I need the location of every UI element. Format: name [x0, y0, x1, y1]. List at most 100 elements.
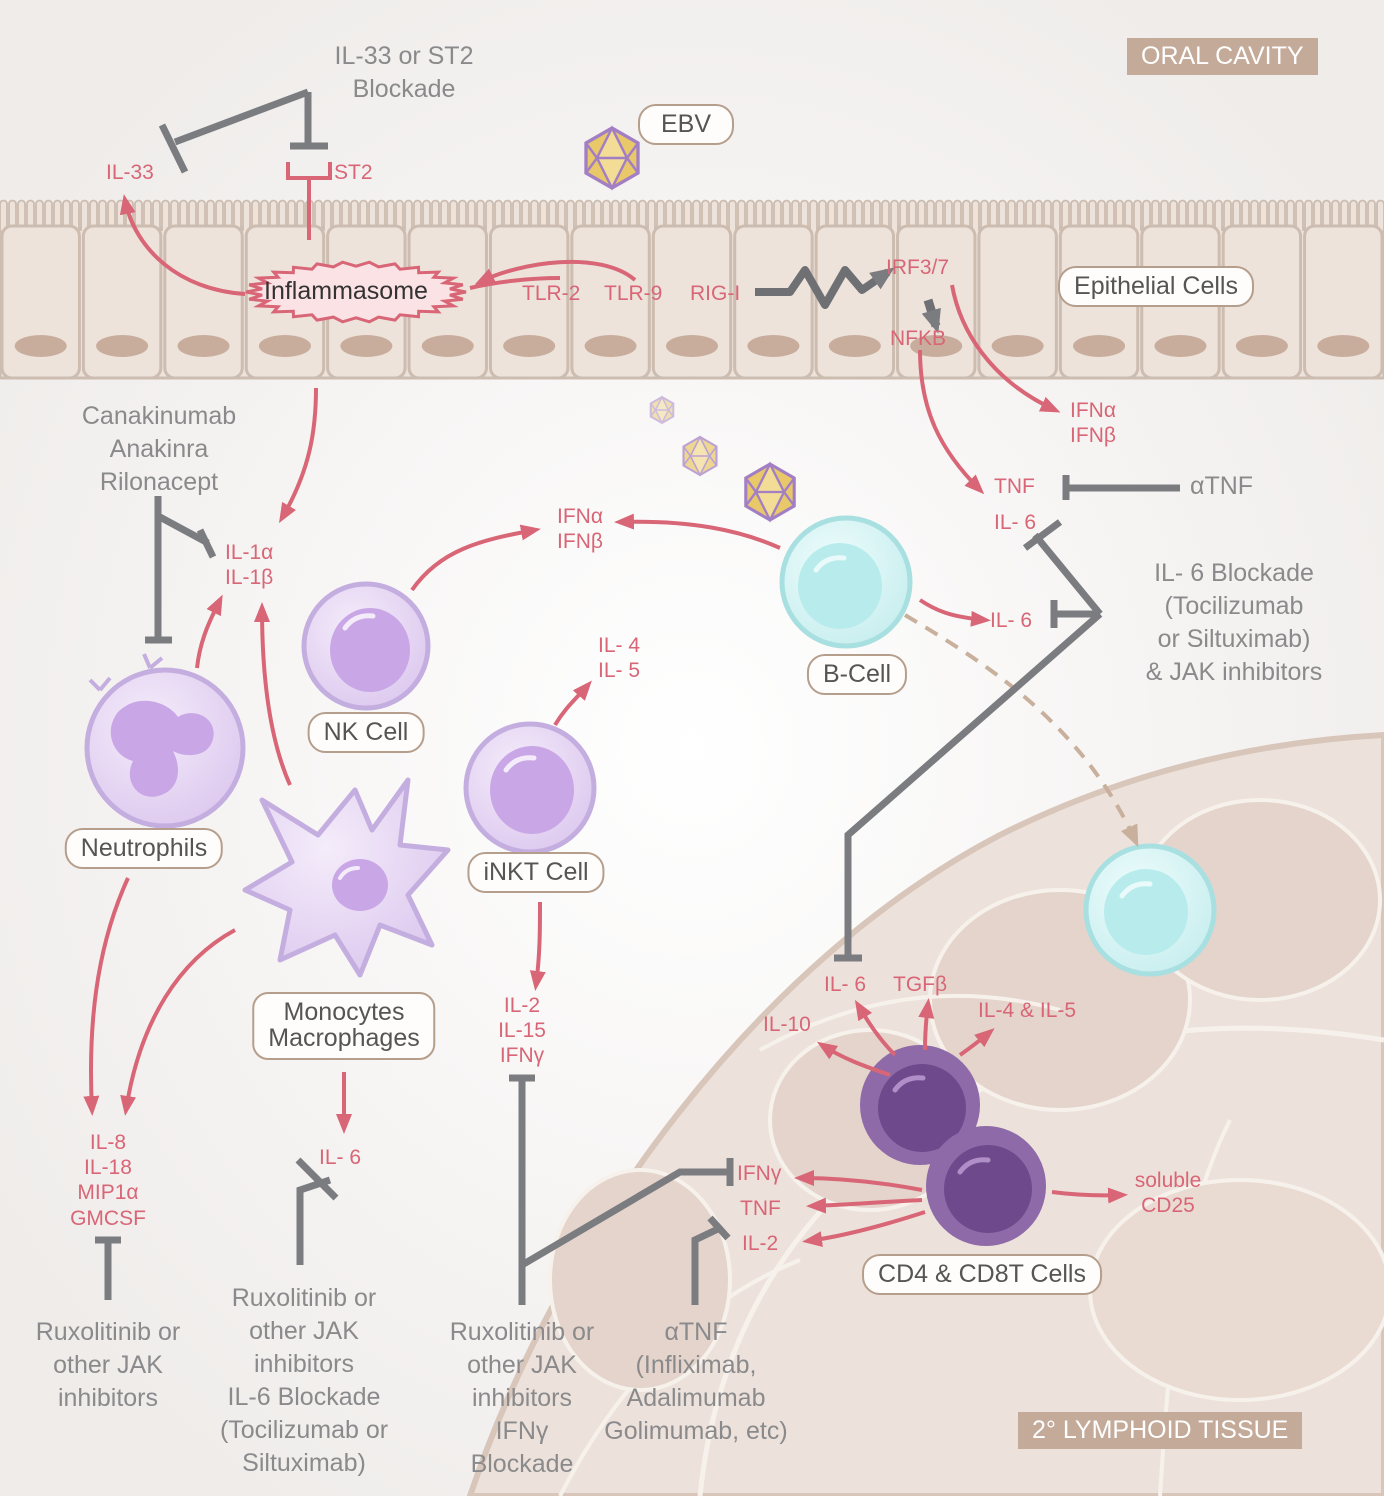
il2-t-label: IL-2: [742, 1232, 779, 1255]
neutrophil-cytokines-label: IL-8 IL-18 MIP1α GMCSF: [70, 1130, 146, 1231]
il6-blockade-label: IL- 6 Blockade (Tocilizumab or Siltuxima…: [1146, 557, 1322, 689]
atnf-l-line3: Adalimumab: [626, 1384, 766, 1412]
arrow-t-tgfb: [918, 998, 935, 1051]
epithelial-nucleus: [910, 335, 963, 357]
inkt-cell-body: [463, 721, 597, 855]
atnf-l-line2: (Infliximab,: [635, 1351, 757, 1379]
inflammasome-shape: [245, 260, 467, 324]
epithelial-nucleus: [1235, 335, 1288, 357]
ebv-label: EBV: [638, 104, 734, 146]
il8: IL-8: [89, 1131, 127, 1154]
epithelial-nucleus: [258, 335, 311, 357]
cd25-word: CD25: [1141, 1194, 1195, 1218]
arrow-rigi-irf: [755, 266, 895, 309]
jak-m-line6: Siltuximab): [242, 1449, 366, 1477]
epithelial-nucleus: [14, 335, 67, 357]
jak-i-line4: IFNγ: [495, 1417, 549, 1445]
jak-i-line1: Ruxolitinib or: [449, 1318, 595, 1346]
il33-blockade-label: IL-33 or ST2 Blockade: [335, 40, 474, 106]
epithelial-nucleus: [340, 335, 393, 357]
oral-cavity-banner: ORAL CAVITY: [1127, 38, 1318, 75]
ebv-virion-icon: [682, 435, 718, 477]
nk-cell-body: [301, 581, 431, 711]
arrow-inkt-il2: [529, 901, 546, 991]
arrow-irf-ifn: [950, 284, 1061, 413]
lymphoid-tissue-banner: 2° LYMPHOID TISSUE: [1018, 1412, 1303, 1449]
monocytes-label: Monocytes Macrophages: [252, 992, 436, 1060]
ifn-beta: IFNβ: [1070, 424, 1116, 448]
arrow-inkt-il45: [553, 680, 592, 727]
il1-alpha: IL-1α: [225, 541, 274, 564]
ifn-alpha: IFNα: [1070, 399, 1116, 422]
epithelial-nucleus: [96, 335, 149, 357]
arrow-bcell-il6: [918, 598, 991, 627]
neutrophil-body: [84, 653, 246, 829]
arrow-nk-ifn: [410, 524, 541, 592]
jak-i-line5: Blockade: [470, 1450, 574, 1478]
arrow-epi-il1: [278, 387, 318, 524]
arrow-bcell-ifn: [614, 513, 781, 550]
arrow-t-cd25: [1051, 1187, 1128, 1204]
arrow-irf-nfkb: [921, 298, 941, 334]
jak-m-line4: IL-6 Blockade: [227, 1383, 381, 1411]
inkt-cell-label: iNKT Cell: [467, 852, 605, 894]
jak-n-line3: inhibitors: [57, 1384, 159, 1412]
rigi-label: RIG-I: [690, 282, 741, 305]
ebv-virion-icon: [584, 125, 640, 191]
canakinumab: Canakinumab: [81, 402, 237, 430]
tnf-t-label: TNF: [740, 1197, 781, 1220]
st2-receptor-shape: [286, 162, 332, 240]
arrow-macro-il8: [120, 928, 236, 1116]
arrow-neutro-il1: [195, 594, 223, 669]
gmcsf: GMCSF: [70, 1206, 146, 1230]
jak-m-line5: (Tocilizumab or: [219, 1416, 389, 1444]
epithelial-nucleus: [503, 335, 556, 357]
epithelial-ifn-label: IFNα IFNβ: [1070, 398, 1116, 448]
jak-neutrophil-label: Ruxolitinib or other JAK inhibitors: [36, 1316, 181, 1415]
arrow-tlr9-inflammasome: [474, 259, 637, 285]
st2-label: ST2: [334, 161, 373, 184]
atnf-l-line4: Golimumab, etc): [604, 1417, 788, 1445]
arrow-neutro-il8: [83, 877, 130, 1116]
t-cells-label: CD4 & CD8T Cells: [862, 1254, 1102, 1296]
il18: IL-18: [84, 1156, 132, 1180]
tbar-il33: [158, 123, 189, 174]
arrow-bcell-migration: [903, 613, 1139, 848]
t-il6-label: IL- 6: [824, 973, 867, 996]
il33-label: IL-33: [106, 161, 154, 184]
arrow-t-il6: [854, 999, 897, 1057]
ifng-label: IFNγ: [737, 1162, 782, 1185]
atnf-long-label: αTNF (Infliximab, Adalimumab Golimumab, …: [604, 1316, 787, 1448]
macrophages-line: Macrophages: [268, 1024, 420, 1053]
nfkb-label: NFKB: [890, 327, 947, 350]
ifn-beta: IFNβ: [557, 530, 603, 554]
tgfb-label: TGFβ: [893, 973, 948, 996]
jak-m-line3: inhibitors: [253, 1350, 355, 1378]
ebv-virion-icon: [744, 461, 796, 523]
tlr2-label: TLR-2: [522, 282, 581, 305]
arrow-t-il45: [958, 1028, 995, 1057]
nk-ifn-label: IFNα IFNβ: [557, 504, 603, 554]
arrow-t-il2: [802, 1210, 926, 1248]
arrow-nfkb-tnf: [918, 349, 985, 495]
b-cell-label: B-Cell: [806, 654, 908, 696]
ifn-alpha: IFNα: [557, 505, 603, 528]
macrophage-body: [242, 777, 451, 978]
tnf-label: TNF: [994, 475, 1035, 498]
atnf-l-line1: αTNF: [664, 1318, 728, 1346]
nk-cell-label: NK Cell: [307, 712, 425, 754]
epithelial-nucleus: [991, 335, 1044, 357]
rilonacept: Rilonacept: [99, 468, 219, 496]
inflammasome-label: Inflammasome: [264, 277, 428, 305]
activation-arrows: [83, 194, 1128, 1248]
inkt-cytokines-label: IL-2 IL-15 IFNγ: [498, 993, 546, 1069]
monocytes-line: Monocytes: [283, 998, 405, 1026]
atnf-label: αTNF: [1190, 472, 1254, 500]
arrow-t-ifng: [794, 1170, 923, 1192]
il10-label: IL-10: [763, 1013, 811, 1036]
epithelial-nucleus: [584, 335, 637, 357]
mip1a: MIP1α: [77, 1181, 139, 1205]
jak-n-line2: other JAK: [53, 1351, 163, 1379]
epithelial-nucleus: [747, 335, 800, 357]
